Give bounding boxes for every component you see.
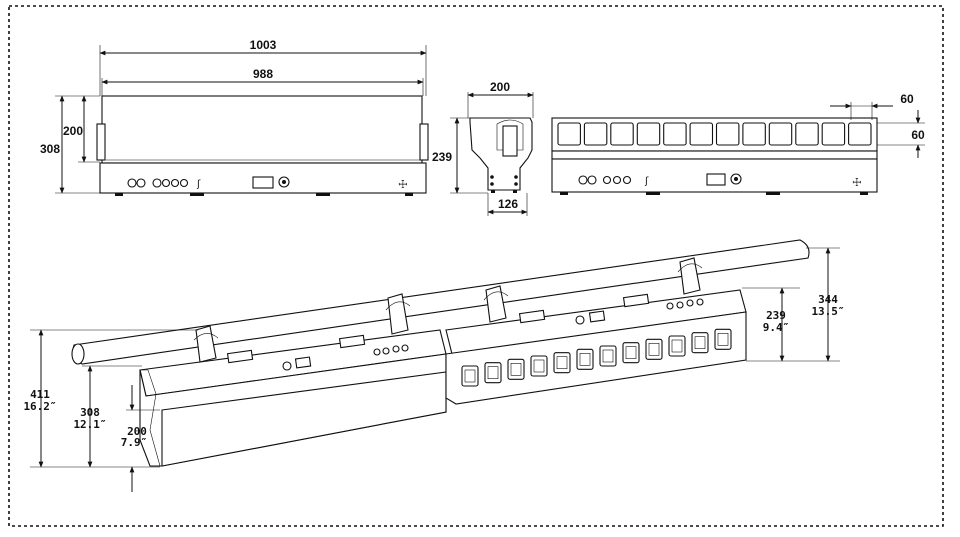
perspective-led-cell <box>530 355 548 377</box>
dim-head-height-mm: 200 <box>127 425 147 438</box>
perspective-led-lens <box>579 352 591 366</box>
perspective-led-cell <box>553 352 571 374</box>
perspective-led-lens <box>717 332 729 346</box>
perspective-led-cell <box>691 332 709 354</box>
perspective-led-lens <box>671 339 683 353</box>
led-cell <box>821 122 846 146</box>
svg-text:☩: ☩ <box>852 176 862 189</box>
clamp-4 <box>677 257 703 295</box>
perspective-led-cell <box>645 338 663 360</box>
perspective-led-cell <box>576 348 594 370</box>
led-cell <box>583 122 608 146</box>
svg-text:ʃ: ʃ <box>196 179 201 190</box>
front-view: 1003 988 ʃ ☩ 30 <box>40 38 429 196</box>
perspective-led-cell <box>714 328 732 350</box>
perspective-led-cell <box>622 342 640 364</box>
dim-body-height-in: 12.1″ <box>73 418 106 431</box>
led-cell <box>557 122 581 146</box>
dim-total-height: 308 <box>40 142 60 156</box>
dim-clamp-height-in: 13.5″ <box>811 305 844 318</box>
perspective-led-cell <box>599 345 617 367</box>
svg-text:ʃ: ʃ <box>644 176 649 187</box>
svg-text:☩: ☩ <box>398 178 408 191</box>
perspective-led-lens <box>556 356 568 370</box>
led-cell <box>610 122 634 146</box>
perspective-led-cells <box>461 328 732 387</box>
led-cell <box>848 122 872 146</box>
dim-overall-width: 1003 <box>250 38 277 52</box>
led-cell-row <box>557 122 872 146</box>
right-fixture-connectors <box>575 298 704 325</box>
perspective-led-lens <box>648 342 660 356</box>
perspective-led-lens <box>487 366 499 380</box>
dim-base-width: 126 <box>498 197 518 211</box>
dashed-frame <box>8 5 944 527</box>
led-cell <box>636 122 661 146</box>
clamp-3 <box>483 285 509 323</box>
perspective-led-lens <box>510 362 522 376</box>
clamp-2 <box>385 293 411 335</box>
led-cell <box>768 122 793 146</box>
dim-side-height-mm: 239 <box>766 309 786 322</box>
left-fixture-connectors <box>282 344 409 371</box>
led-cell <box>689 122 714 146</box>
perspective-led-lens <box>625 346 637 360</box>
perspective-led-cell <box>668 335 686 357</box>
dim-inner-width: 988 <box>253 67 273 81</box>
led-cell <box>795 122 819 146</box>
perspective-led-lens <box>694 336 706 350</box>
dim-cell-width: 60 <box>900 92 914 106</box>
perspective-view: 411 16.2″ 308 12.1″ 200 7.9″ 239 9.4″ 34… <box>23 239 845 492</box>
dim-side-height-in: 9.4″ <box>763 321 790 334</box>
perspective-led-lens <box>602 349 614 363</box>
perspective-led-cell <box>507 358 525 380</box>
perspective-led-lens <box>464 369 476 383</box>
dim-total-height-mm: 411 <box>30 388 50 401</box>
perspective-led-lens <box>533 359 545 373</box>
dim-side-height: 239 <box>432 150 452 164</box>
led-cell <box>663 122 687 146</box>
perspective-led-cell <box>484 362 502 384</box>
back-connectors: ʃ ☩ <box>578 173 862 189</box>
dim-clamp-height-mm: 344 <box>818 293 838 306</box>
dim-head-height-in: 7.9″ <box>121 436 148 449</box>
clamp-1 <box>193 325 219 363</box>
front-connectors: ʃ ☩ <box>127 176 408 191</box>
dim-side-width: 200 <box>490 80 510 94</box>
side-view: 200 239 126 <box>432 80 534 216</box>
dim-cell-height: 60 <box>911 128 925 142</box>
led-cell <box>742 122 766 146</box>
dim-total-height-in: 16.2″ <box>23 400 56 413</box>
led-cell <box>715 122 740 146</box>
dim-body-height-mm: 308 <box>80 406 100 419</box>
back-view: ʃ ☩ 60 60 <box>551 92 925 195</box>
dim-head-height: 200 <box>63 124 83 138</box>
perspective-led-cell <box>461 365 479 387</box>
